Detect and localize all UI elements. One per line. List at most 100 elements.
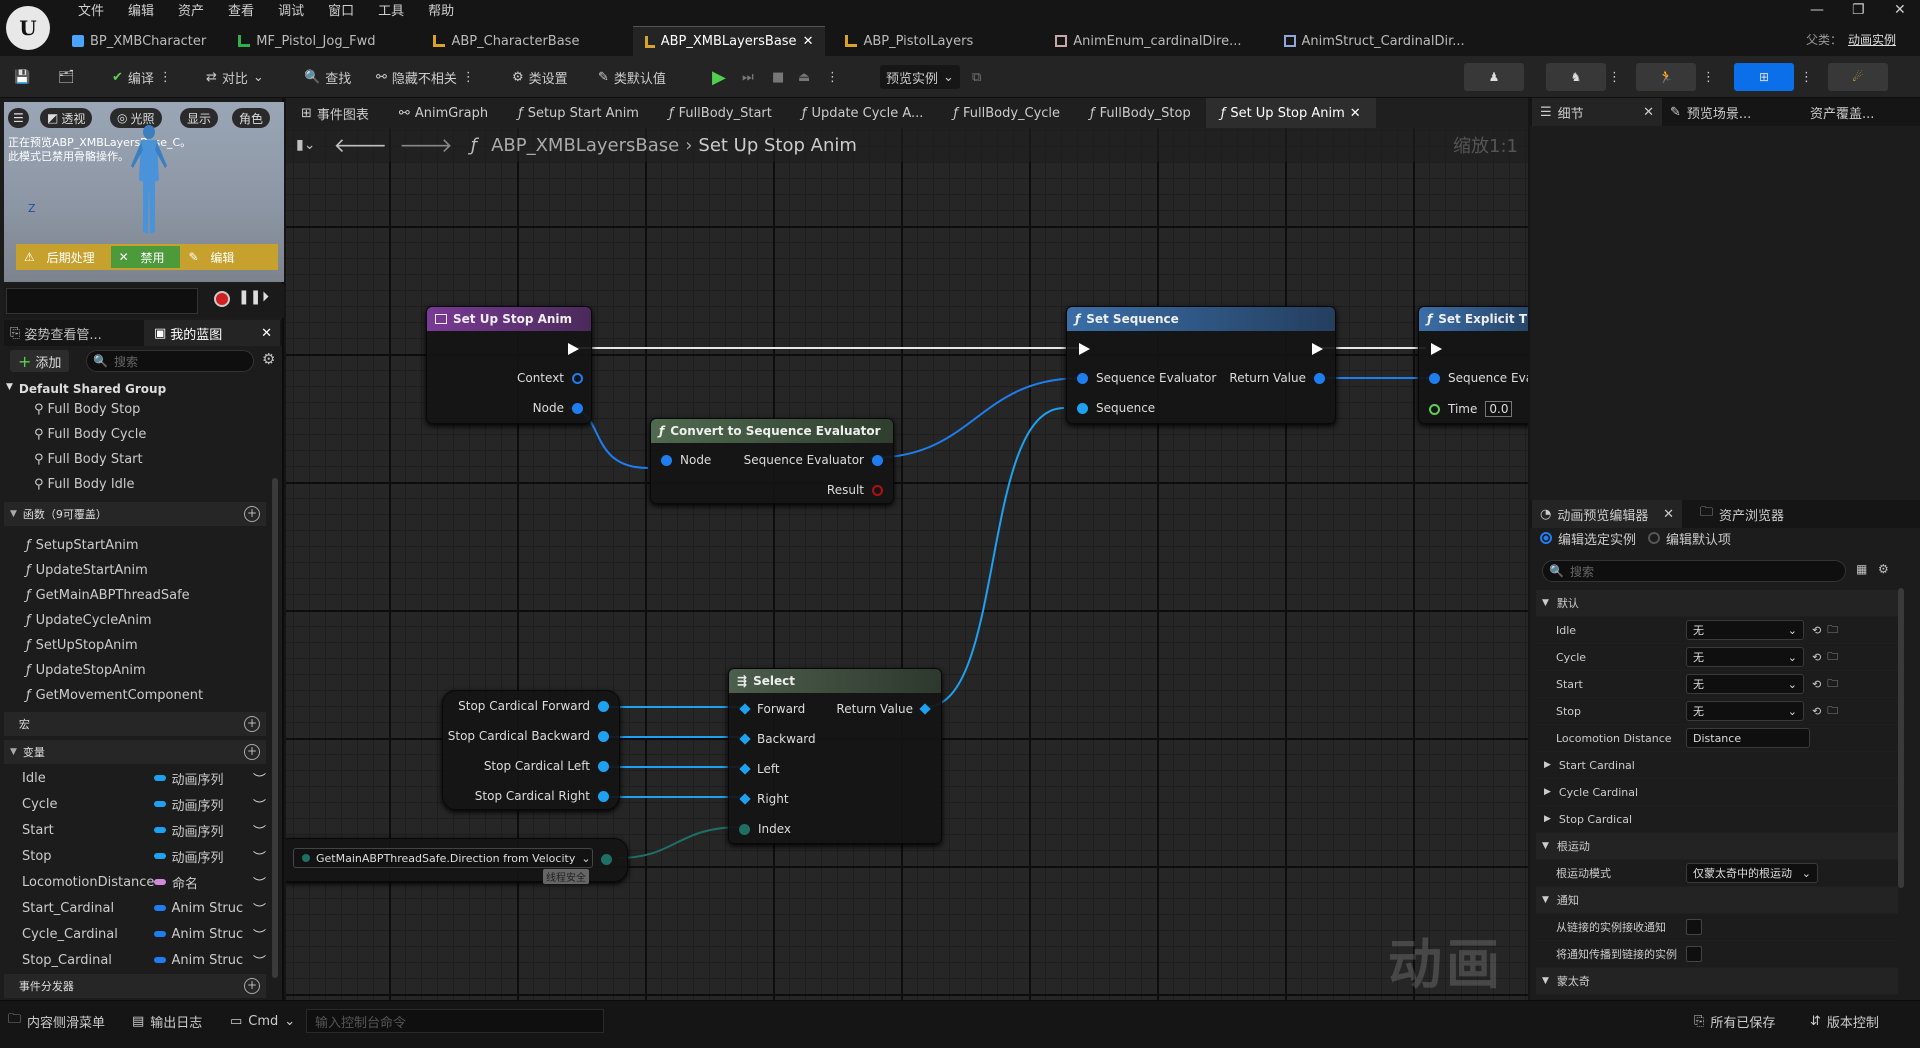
play-icon[interactable]: ▶ bbox=[712, 66, 726, 88]
variables-section-header[interactable]: ▼变量+ bbox=[4, 740, 266, 764]
tab-abp-pistollayers[interactable]: ABP_PistolLayers bbox=[825, 26, 985, 56]
category-notify[interactable]: ▼通知 bbox=[1536, 887, 1898, 914]
content-drawer-button[interactable]: 🗀内容侧滑菜单 bbox=[8, 1009, 105, 1033]
asset-combo[interactable]: 无⌄ bbox=[1686, 620, 1804, 640]
stop-icon[interactable]: ■ bbox=[772, 69, 785, 85]
menu-window[interactable]: 窗口 bbox=[328, 4, 355, 19]
forward-arrow-icon[interactable]: 🡒 bbox=[399, 133, 453, 157]
back-arrow-icon[interactable]: 🡐 bbox=[333, 133, 388, 157]
close-icon[interactable]: ✕ bbox=[802, 34, 814, 49]
browse-asset-icon[interactable]: 🗀 bbox=[1827, 649, 1839, 663]
node-pin[interactable]: Node bbox=[533, 401, 583, 415]
compile-button[interactable]: ✔编译⋮ bbox=[112, 65, 172, 89]
tab-abp-xmblayersbase[interactable]: ABP_XMBLayersBase✕ bbox=[633, 26, 826, 56]
add-function-icon[interactable]: + bbox=[244, 506, 260, 522]
macros-section-header[interactable]: 宏+ bbox=[4, 712, 266, 736]
table-view-icon[interactable]: ▦ bbox=[1856, 562, 1868, 576]
sequence-in-pin[interactable]: Sequence bbox=[1077, 401, 1155, 415]
viewport-perspective-button[interactable]: ◩透视 bbox=[40, 108, 93, 128]
save-icon[interactable]: 💾 bbox=[14, 69, 31, 85]
node-in-pin[interactable]: Node bbox=[661, 453, 711, 467]
browse-asset-icon[interactable]: 🗀 bbox=[1827, 676, 1839, 690]
node-set-up-stop-anim[interactable]: Set Up Stop Anim Context Node bbox=[426, 306, 592, 424]
close-icon[interactable]: ✕ bbox=[1663, 506, 1674, 522]
right-scrollbar[interactable] bbox=[1898, 588, 1904, 888]
add-macro-icon[interactable]: + bbox=[244, 716, 260, 732]
visibility-eye-icon[interactable]: ︶ bbox=[252, 954, 266, 970]
find-button[interactable]: 🔍查找 bbox=[304, 65, 351, 89]
visibility-eye-icon[interactable]: ︶ bbox=[252, 928, 266, 944]
asset-combo[interactable]: 无⌄ bbox=[1686, 647, 1804, 667]
forward-in-pin[interactable]: Forward bbox=[739, 702, 805, 716]
more-icon[interactable]: ⋮ bbox=[1800, 69, 1813, 85]
more-icon[interactable]: ⋮ bbox=[1608, 69, 1621, 85]
asset-combo[interactable]: 无⌄ bbox=[1686, 674, 1804, 694]
sequence-eval-in-pin[interactable]: Sequence Eval bbox=[1429, 371, 1528, 385]
return-value-out-pin[interactable]: Return Value bbox=[1229, 371, 1325, 385]
cmd-dropdown[interactable]: ▭Cmd⌄ bbox=[230, 1009, 295, 1033]
visibility-eye-icon[interactable]: ︶ bbox=[252, 824, 266, 840]
class-settings-button[interactable]: ⚙类设置 bbox=[512, 65, 568, 89]
exec-out-pin[interactable] bbox=[568, 343, 579, 355]
getter-stop-cardical-backward[interactable]: Stop Cardical Backward bbox=[448, 729, 609, 743]
menu-debug[interactable]: 调试 bbox=[278, 4, 305, 19]
my-blueprint-search[interactable]: 🔍搜索 bbox=[86, 350, 254, 372]
gear-icon[interactable]: ⚙ bbox=[1878, 562, 1889, 576]
tab-anim-preview-editor[interactable]: ◔动画预览编辑器✕ bbox=[1532, 500, 1682, 528]
prop-cycle-cardinal[interactable]: ▶Cycle Cardinal bbox=[1536, 779, 1898, 806]
breadcrumb-root[interactable]: ABP_XMBLayersBase bbox=[491, 134, 680, 156]
edit-button[interactable]: ✎ 编辑 bbox=[180, 246, 250, 268]
category-default[interactable]: ▼默认 bbox=[1536, 590, 1898, 617]
menu-edit[interactable]: 编辑 bbox=[128, 4, 155, 19]
variable-getters[interactable]: Stop Cardical Forward Stop Cardical Back… bbox=[442, 690, 620, 810]
add-button[interactable]: +添加 bbox=[10, 350, 70, 372]
context-pin[interactable]: Context bbox=[517, 371, 583, 385]
radio-edit-default[interactable]: 编辑默认项 bbox=[1648, 524, 1731, 552]
more-icon[interactable]: ⋮ bbox=[158, 69, 172, 85]
tab-animstruct[interactable]: AnimStruct_CardinalDir... bbox=[1254, 26, 1477, 56]
console-input[interactable]: 输入控制台命令 bbox=[306, 1009, 604, 1033]
index-in-pin[interactable]: Index bbox=[739, 822, 791, 836]
tab-abp-characterbase[interactable]: ABP_CharacterBase bbox=[387, 26, 591, 56]
step-forward-icon[interactable]: ⏵ bbox=[262, 289, 269, 305]
exec-in-pin[interactable] bbox=[1431, 343, 1442, 355]
tab-preview-scene[interactable]: ✎预览场景... bbox=[1670, 98, 1751, 126]
getter-stop-cardical-forward[interactable]: Stop Cardical Forward bbox=[458, 699, 609, 713]
tab-asset-browser[interactable]: 🗀资产浏览器 bbox=[1700, 500, 1784, 528]
breadcrumb-leaf[interactable]: Set Up Stop Anim bbox=[698, 134, 857, 156]
mesh-mode-button[interactable]: ♞ bbox=[1546, 63, 1606, 91]
result-out-pin[interactable]: Result bbox=[827, 483, 883, 497]
sequence-evaluator-in-pin[interactable]: Sequence Evaluator bbox=[1077, 371, 1216, 385]
list-item[interactable]: ⚲Full Body Idle bbox=[34, 477, 135, 492]
parent-class-value[interactable]: 动画实例 bbox=[1848, 33, 1897, 47]
tab-pose-watch[interactable]: ⎘姿势查看管... bbox=[4, 320, 144, 346]
tab-details[interactable]: ☰细节✕ bbox=[1532, 98, 1662, 126]
tab-mf-pistol-jog[interactable]: MF_Pistol_Jog_Fwd bbox=[218, 26, 387, 56]
gear-icon[interactable]: ⚙ bbox=[262, 350, 276, 368]
more-icon[interactable]: ⋮ bbox=[461, 69, 475, 85]
default-shared-group-header[interactable]: ▼Default Shared Group bbox=[6, 382, 166, 396]
asset-combo[interactable]: 无⌄ bbox=[1686, 701, 1804, 721]
category-montage[interactable]: ▼蒙太奇 bbox=[1536, 968, 1898, 995]
tab-bp-xmbcharacter[interactable]: BP_XMBCharacter bbox=[60, 26, 218, 56]
list-item[interactable]: ⚲Full Body Start bbox=[34, 452, 143, 467]
more-icon[interactable]: ⋮ bbox=[826, 69, 839, 85]
